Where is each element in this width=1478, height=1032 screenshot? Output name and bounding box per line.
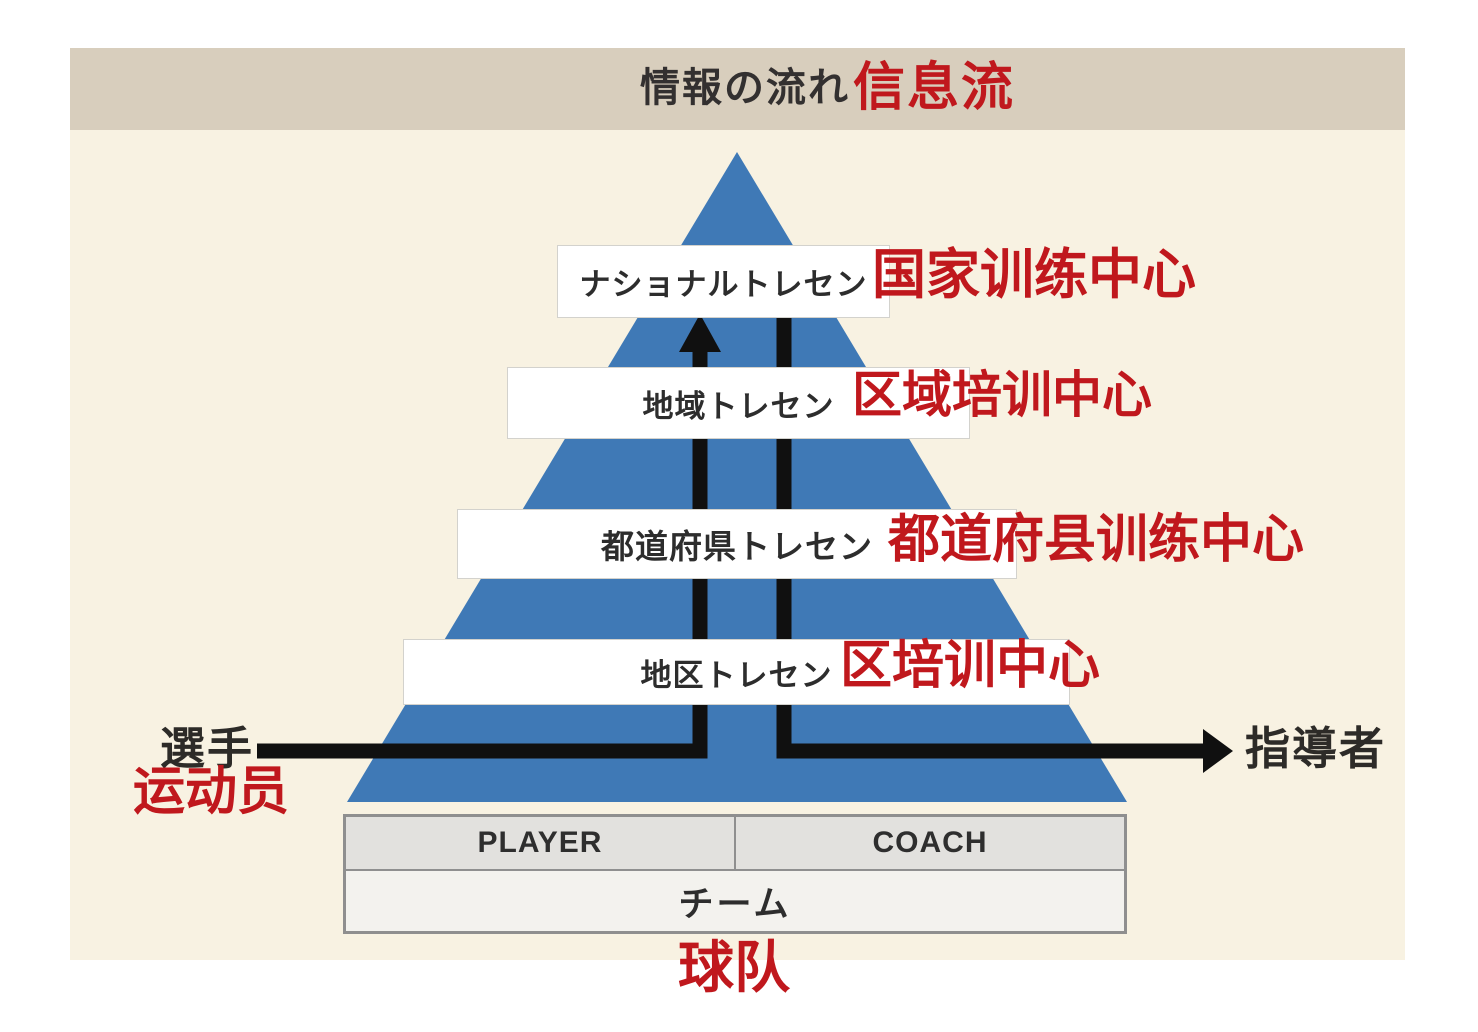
level-box-regional: 地域トレセン (507, 367, 970, 439)
level-box-national: ナショナルトレセン (557, 245, 890, 318)
base-table-top-row: PLAYER COACH (346, 817, 1124, 871)
annotation-district-cn: 区培训中心 (840, 637, 1101, 695)
player-label-jp: 選手 (160, 723, 255, 774)
annotation-national-cn: 国家训练中心 (872, 245, 1196, 305)
level-box-prefectural: 都道府県トレセン (457, 509, 1017, 579)
level-label-prefectural: 都道府県トレセン (601, 528, 873, 565)
header-title-cn: 信息流 (853, 59, 1016, 117)
annotation-prefectural-cn: 都道府县训练中心 (888, 511, 1305, 569)
coach-cell: COACH (872, 826, 988, 859)
player-cell: PLAYER (346, 817, 736, 869)
annotation-regional-cn: 区域培训中心 (852, 367, 1152, 423)
player-label-cn: 运动员 (133, 763, 290, 821)
team-cell: チーム (346, 871, 1124, 931)
team-label-cn: 球队 (678, 936, 790, 999)
level-label-district: 地区トレセン (640, 657, 833, 693)
coach-label-jp: 指導者 (1245, 723, 1387, 774)
header-bar (70, 48, 1405, 130)
level-label-national: ナショナルトレセン (579, 267, 868, 302)
base-table: PLAYER COACH チーム (343, 814, 1127, 934)
level-box-district: 地区トレセン (403, 639, 1070, 705)
level-label-regional: 地域トレセン (642, 388, 835, 424)
header-title-jp: 情報の流れ (640, 66, 850, 110)
